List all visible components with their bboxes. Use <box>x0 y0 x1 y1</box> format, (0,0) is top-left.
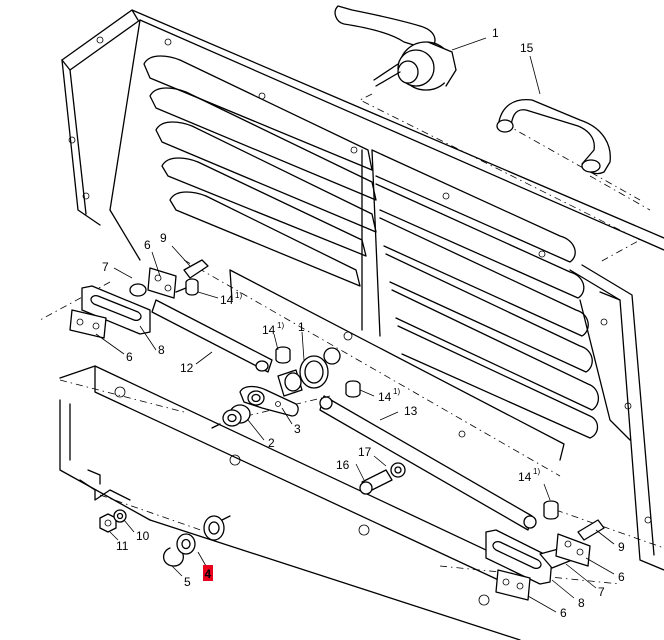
right-linkage <box>485 519 605 601</box>
callout-14-right-lower-footnote: 1) <box>533 467 540 476</box>
callout-14-right-footnote: 1) <box>393 387 400 396</box>
callout-12: 12 <box>180 361 194 375</box>
centerlines <box>39 93 664 585</box>
louvre-slats <box>143 55 599 439</box>
callout-10: 10 <box>136 529 150 543</box>
callout-14-right-lower: 14 <box>518 470 532 484</box>
housing-frame <box>61 9 664 571</box>
callout-14-mid: 14 <box>262 323 276 337</box>
callout-8-left: 8 <box>158 343 165 357</box>
leader-lines <box>95 37 615 613</box>
callout-labels: 1 15 9 6 7 14 1) 6 8 12 14 1) 1 14 1) 3 … <box>102 26 625 620</box>
callout-14-right: 14 <box>378 390 392 404</box>
callout-4-highlighted: 4 <box>205 567 212 581</box>
callout-1-top: 1 <box>492 26 499 40</box>
bottom-left-fasteners <box>99 509 231 567</box>
callout-1-mid: 1 <box>298 320 305 334</box>
callout-6-right-top: 6 <box>618 570 625 584</box>
center-bearing-group <box>211 347 559 531</box>
callout-16: 16 <box>336 458 350 472</box>
callout-9-right: 9 <box>618 540 625 554</box>
callout-2: 2 <box>268 436 275 450</box>
callout-15: 15 <box>520 41 534 55</box>
callout-11: 11 <box>116 539 129 553</box>
callout-9-left: 9 <box>160 231 167 245</box>
callout-14-mid-footnote: 1) <box>277 321 284 330</box>
callout-17: 17 <box>358 445 372 459</box>
callout-6-left-top: 6 <box>144 238 151 252</box>
left-linkage <box>69 259 291 373</box>
callout-6-left-bottom: 6 <box>126 350 133 364</box>
callout-14-left: 14 <box>220 293 234 307</box>
callout-7-right: 7 <box>598 585 605 599</box>
callout-8-right: 8 <box>578 596 585 610</box>
handle-assembly-top <box>334 5 457 91</box>
highlight-marker-4 <box>203 565 213 581</box>
callout-7-left: 7 <box>102 260 109 274</box>
callout-13: 13 <box>404 404 418 418</box>
callout-14-left-footnote: 1) <box>235 291 242 300</box>
callout-6-right-bottom: 6 <box>560 606 567 620</box>
callout-5: 5 <box>184 575 191 589</box>
callout-3: 3 <box>294 422 301 436</box>
u-handle <box>496 98 611 175</box>
